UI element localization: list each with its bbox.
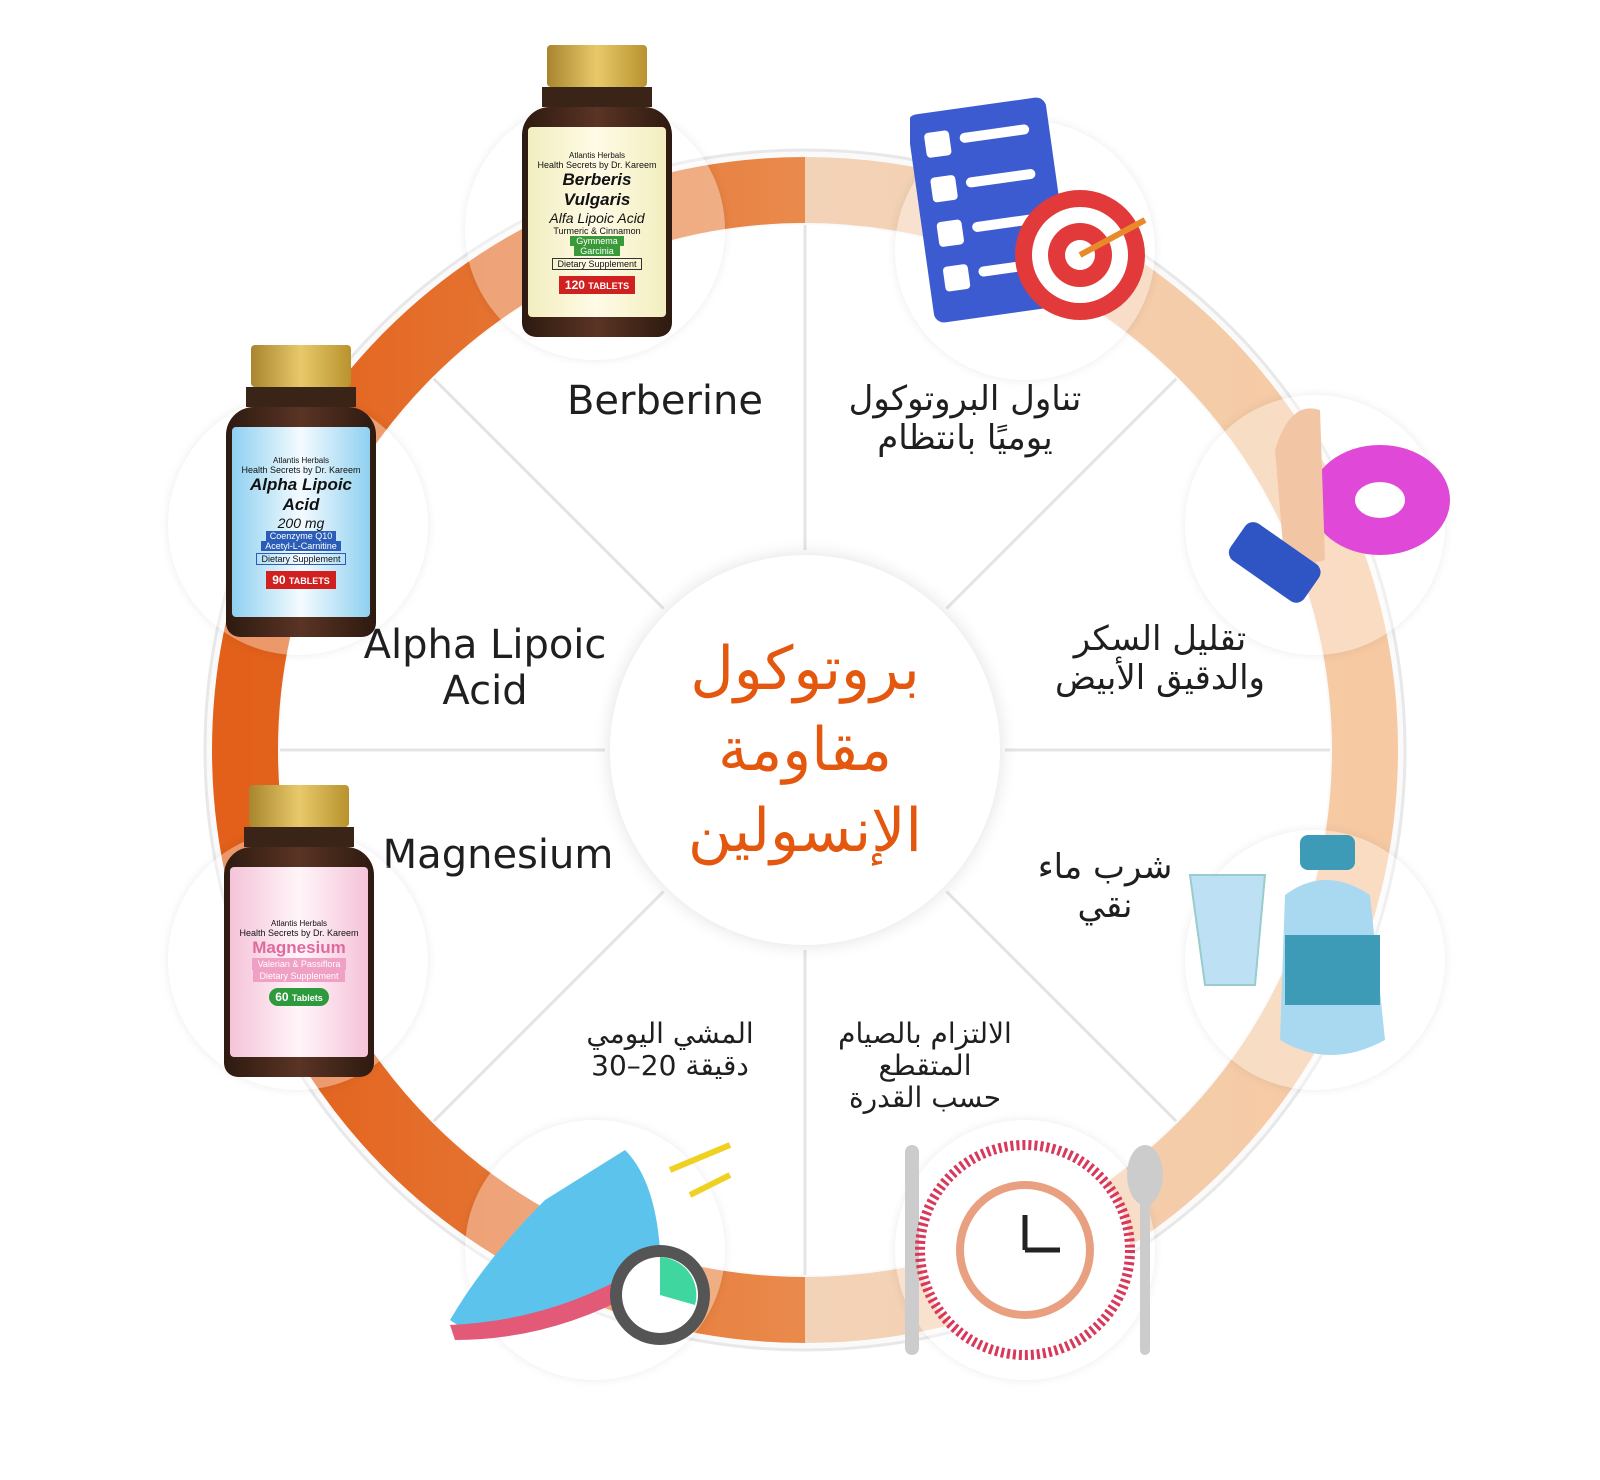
bottle-brand: Atlantis Herbals: [272, 455, 330, 465]
label-daily-walking: المشي اليومي دقيقة 20–30: [560, 1017, 780, 1083]
progress-ring: [212, 157, 1398, 1343]
label-magnesium: Magnesium: [382, 832, 614, 878]
label-line: المتقطع: [878, 1049, 972, 1083]
bottle-title: Berberis Vulgaris: [562, 169, 632, 209]
bottle-tag: Coenzyme Q10: [265, 530, 337, 541]
label-line: Acid: [442, 668, 528, 714]
label-line: المشي اليومي: [586, 1017, 754, 1050]
checklist-target-icon: [910, 97, 1147, 323]
bottle-count: 90: [272, 572, 286, 587]
running-shoe-stopwatch-icon: [450, 1142, 732, 1345]
label-line: والدقيق الأبيض: [1055, 658, 1265, 699]
bottle-tag: Gymnema: [570, 235, 624, 246]
label-take-protocol: تناول البروتوكول يوميًا بانتظام: [820, 379, 1110, 459]
bottle-unit: TABLETS: [288, 575, 330, 586]
bottle-title: Magnesium: [252, 937, 346, 957]
bottle-title: Alpha Lipoic Acid: [250, 474, 352, 514]
bottle-count: 60: [275, 989, 289, 1004]
bottle-subtitle: Valerian & Passiflora: [251, 957, 347, 970]
bottle-extra: Turmeric & Cinnamon: [553, 225, 641, 236]
center-title: بروتوكول مقاومة الإنسولين: [610, 555, 1000, 945]
supplement-bottle-icon: Atlantis Herbals Health Secrets by Dr. K…: [226, 345, 376, 637]
label-line: Alpha Lipoic: [363, 622, 607, 668]
bottle-brand: Atlantis Herbals: [270, 918, 328, 928]
bottle-signature: Health Secrets by Dr. Kareem: [537, 159, 657, 170]
label-line: الالتزام بالصيام: [838, 1017, 1012, 1050]
title-line: الإنسولين: [687, 795, 923, 866]
supplement-bottle-icon: Atlantis Herbals Health Secrets by Dr. K…: [224, 785, 374, 1077]
label-line: تناول البروتوكول: [848, 379, 1082, 419]
label-berberine: Berberine: [566, 378, 763, 424]
bottle-subtitle: Alfa Lipoic Acid: [549, 209, 645, 226]
bottle-count: 120: [564, 277, 585, 292]
bottle-signature: Health Secrets by Dr. Kareem: [241, 464, 361, 475]
segment-divider: [432, 890, 665, 1123]
water-bottle-glass-icon: [1188, 835, 1385, 1055]
bottle-type: Dietary Supplement: [253, 969, 345, 982]
bottle-unit: TABLETS: [588, 280, 630, 291]
segment-divider: [432, 377, 665, 610]
bottle-brand: Atlantis Herbals: [568, 150, 626, 160]
label-line: يوميًا بانتظام: [877, 418, 1053, 459]
segment-divider: [945, 890, 1178, 1123]
label-line: نقي: [1077, 886, 1133, 927]
label-line: دقيقة 20–30: [591, 1049, 749, 1083]
label-alpha-lipoic-acid: Alpha Lipoic Acid: [350, 622, 620, 714]
title-line: مقاومة: [717, 714, 893, 785]
bottle-unit: Tablets: [291, 992, 323, 1003]
plate-clock-icon: [905, 1140, 1163, 1360]
bottle-subtitle: 200 mg: [277, 514, 325, 531]
label-line: تقليل السكر: [1073, 619, 1247, 659]
hand-stop-donut-icon: [1228, 408, 1450, 603]
bottle-type: Dietary Supplement: [552, 257, 642, 270]
segment-divider: [945, 377, 1178, 610]
label-line: شرب ماء: [1037, 847, 1173, 887]
bottle-tag: Acetyl-L-Carnitine: [261, 540, 341, 551]
bottle-tag: Garcinia: [574, 245, 620, 256]
bottle-signature: Health Secrets by Dr. Kareem: [239, 927, 359, 938]
supplement-bottle-icon: Atlantis Herbals Health Secrets by Dr. K…: [522, 45, 672, 337]
label-intermittent-fasting: الالتزام بالصيام المتقطع حسب القدرة: [810, 1017, 1040, 1115]
label-reduce-sugar: تقليل السكر والدقيق الأبيض: [1010, 619, 1310, 699]
label-line: حسب القدرة: [848, 1081, 1002, 1115]
bottle-type: Dietary Supplement: [256, 552, 346, 565]
label-drink-water: شرب ماء نقي: [1010, 847, 1200, 927]
title-line: بروتوكول: [690, 633, 920, 704]
